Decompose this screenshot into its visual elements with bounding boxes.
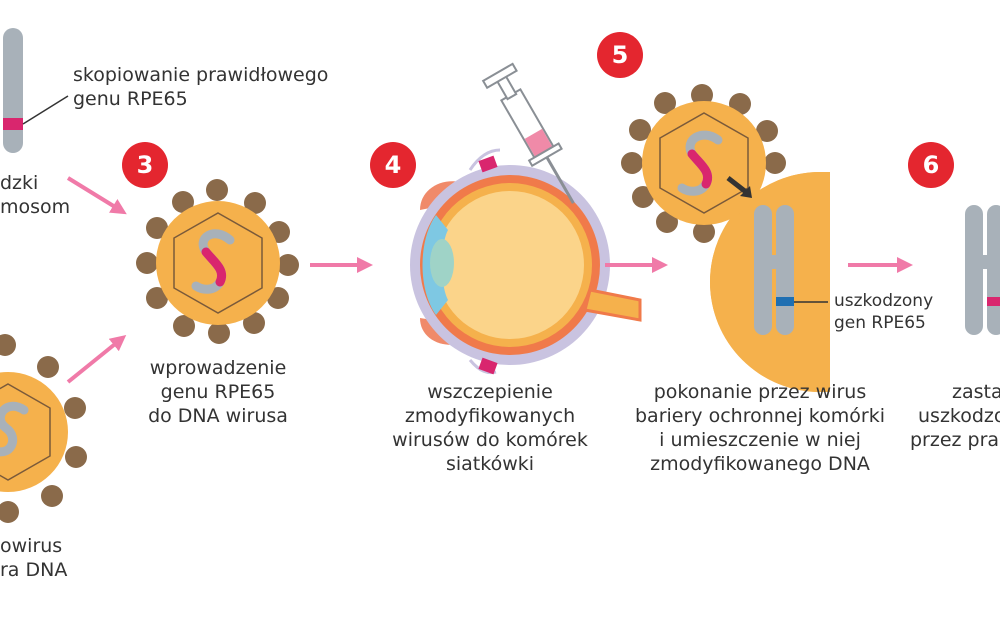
process-arrows: [66, 176, 913, 384]
intro-label-line3: do DNA wirusa: [148, 405, 288, 427]
inject-label-line4: siatkówki: [445, 453, 535, 475]
left-bottom-label-line1: owirus: [0, 535, 63, 557]
virus-modified: [136, 179, 299, 344]
copy-label-line1: skopiowanie prawidłowego: [73, 64, 329, 86]
virus-original: [0, 334, 87, 523]
replace-label-line3: przez pra: [910, 429, 1000, 451]
intro-label-line1: wprowadzenie: [149, 357, 287, 379]
syringe: [481, 62, 575, 204]
replace-label-line2: uszkodzo: [918, 405, 1000, 427]
left-top-label-line2: mosom: [0, 196, 71, 218]
replace-label-line1: zasta: [952, 381, 1000, 403]
damaged-gene-label-line1: uszkodzony: [834, 291, 934, 311]
damaged-gene-label-line2: gen RPE65: [834, 313, 926, 333]
copy-label-line2: genu RPE65: [73, 88, 188, 110]
left-top-label-line1: dzki: [0, 172, 39, 194]
inject-label-line1: wszczepienie: [427, 381, 553, 403]
inject-label-line3: wirusów do komórek: [392, 429, 588, 451]
virus-entering-cell: [621, 84, 786, 243]
barrier-label-line2: bariery ochronnej komórki: [635, 405, 885, 427]
eye-illustration: [410, 148, 642, 375]
barrier-label-line4: zmodyfikowanego DNA: [650, 453, 870, 475]
step-5-badge: 5: [597, 32, 643, 78]
inject-label-line2: zmodyfikowanych: [404, 405, 576, 427]
step-3-badge: 3: [122, 142, 168, 188]
barrier-label-line1: pokonanie przez wirus: [653, 381, 867, 403]
left-bottom-label-line2: ra DNA: [0, 559, 68, 581]
step-6-badge: 6: [908, 142, 954, 188]
intro-label-line2: genu RPE65: [160, 381, 276, 403]
step-4-badge: 4: [370, 142, 416, 188]
barrier-label-line3: i umieszczenie w niej: [659, 429, 861, 451]
cell-with-chromosome: [710, 172, 830, 392]
healthy-chromosome: [3, 28, 69, 153]
repaired-chromosome: [965, 205, 1000, 335]
